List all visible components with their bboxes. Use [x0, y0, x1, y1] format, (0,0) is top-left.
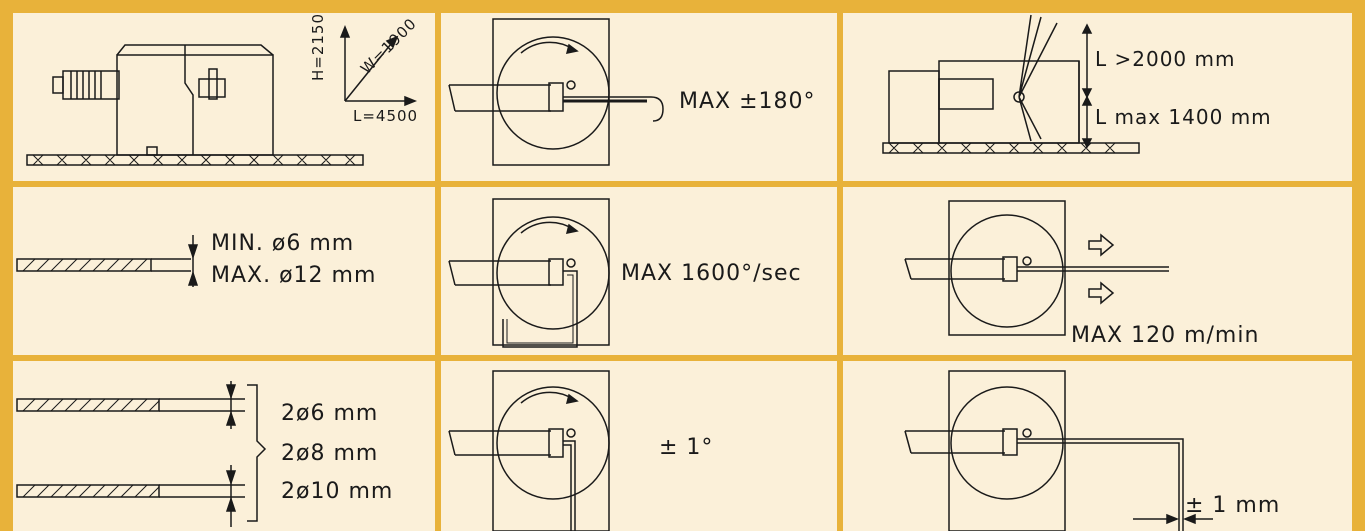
length-label: L=4500 [353, 107, 419, 125]
rotation-drawing [448, 18, 664, 166]
cell-length-tolerance: ± 1 mm [843, 361, 1352, 531]
clearance-drawing [882, 14, 1140, 154]
multi-wire-drawing [16, 381, 267, 527]
machine-drawing [26, 24, 418, 166]
speed-drawing [448, 198, 610, 348]
cell-height-clearance: L >2000 mm L max 1400 mm [843, 13, 1352, 181]
multi-d10-label: 2ø10 mm [281, 479, 394, 504]
multi-d8-label: 2ø8 mm [281, 441, 379, 466]
cell-feed-speed: MAX 120 m/min [843, 187, 1352, 355]
cell-multi-wire: 2ø6 mm 2ø8 mm 2ø10 mm [13, 361, 435, 531]
diameter-max-label: MAX. ø12 mm [211, 263, 377, 288]
feed-drawing [904, 200, 1169, 336]
cell-machine-dimensions: H=2150 W=1900 L=4500 [13, 13, 435, 181]
rotation-label: MAX ±180° [679, 89, 816, 114]
height-below-label: L max 1400 mm [1095, 105, 1272, 129]
len-tol-drawing [904, 370, 1213, 531]
cell-angle-tolerance: ± 1° [441, 361, 837, 531]
cell-bending-speed: MAX 1600°/sec [441, 187, 837, 355]
cell-rotation: MAX ±180° [441, 13, 837, 181]
diameter-min-label: MIN. ø6 mm [211, 231, 355, 256]
len-tol-label: ± 1 mm [1185, 493, 1281, 518]
diameter-drawing [16, 235, 199, 287]
feed-label: MAX 120 m/min [1071, 323, 1260, 348]
angle-tol-label: ± 1° [659, 435, 714, 460]
multi-d6-label: 2ø6 mm [281, 401, 379, 426]
height-label: H=2150 [309, 13, 327, 81]
speed-label: MAX 1600°/sec [621, 261, 802, 286]
angle-tol-drawing [448, 370, 610, 531]
cell-wire-diameter: MIN. ø6 mm MAX. ø12 mm [13, 187, 435, 355]
height-above-label: L >2000 mm [1095, 47, 1236, 71]
